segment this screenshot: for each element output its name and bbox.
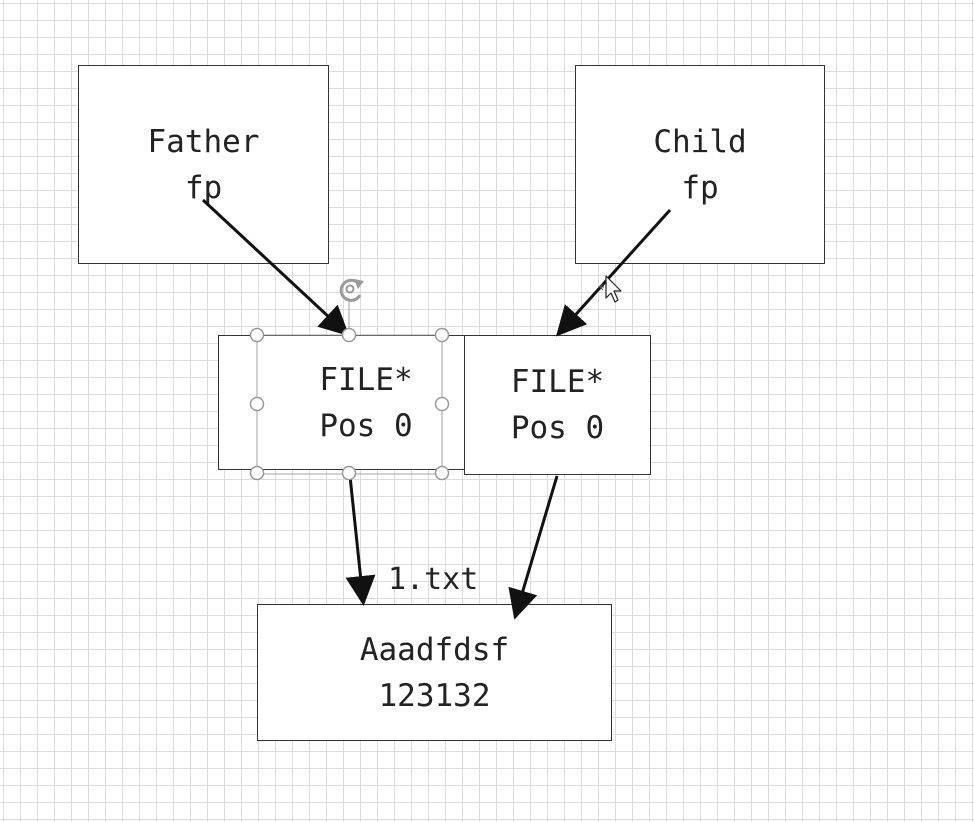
file-content-line-2: 123132 <box>378 677 491 714</box>
child-title: Child <box>653 123 747 160</box>
selection-frame[interactable] <box>249 300 450 481</box>
father-file-struct-text: FILE* Pos 0 <box>319 357 412 449</box>
child-file-pos: Pos 0 <box>510 410 605 446</box>
file-name-label: 1.txt <box>388 562 479 597</box>
resize-handle-top-right[interactable] <box>434 327 450 343</box>
resize-handle-right[interactable] <box>434 396 450 412</box>
father-to-file-arrow[interactable] <box>201 198 350 337</box>
father-file-type: FILE* <box>319 361 413 398</box>
child-fp-label: fp <box>681 169 719 206</box>
father-file-pos: Pos 0 <box>319 407 413 444</box>
mouse-cursor-icon <box>598 275 622 303</box>
child-to-file-arrow[interactable] <box>555 208 672 337</box>
rotate-handle-icon[interactable] <box>339 278 364 302</box>
resize-handle-bottom[interactable] <box>341 465 357 481</box>
resize-handle-bottom-right[interactable] <box>434 465 450 481</box>
child-process-box[interactable]: Child fp <box>575 65 825 264</box>
resize-handle-top-left[interactable] <box>249 327 265 343</box>
file-content-line-1: Aaadfdsf <box>359 631 510 668</box>
file-content-box[interactable]: Aaadfdsf 123132 <box>257 604 612 741</box>
child-file-struct-box[interactable]: FILE* Pos 0 <box>464 335 651 475</box>
father-process-box[interactable]: Father fp <box>78 65 329 264</box>
resize-handle-bottom-left[interactable] <box>249 465 265 481</box>
child-file-to-content-arrow[interactable] <box>508 475 559 620</box>
resize-handle-left[interactable] <box>249 396 265 412</box>
child-file-type: FILE* <box>510 364 605 400</box>
father-fp-label: fp <box>184 169 223 206</box>
father-file-to-content-arrow[interactable] <box>345 475 376 606</box>
father-title: Father <box>147 123 260 160</box>
resize-handle-top[interactable] <box>341 327 357 343</box>
